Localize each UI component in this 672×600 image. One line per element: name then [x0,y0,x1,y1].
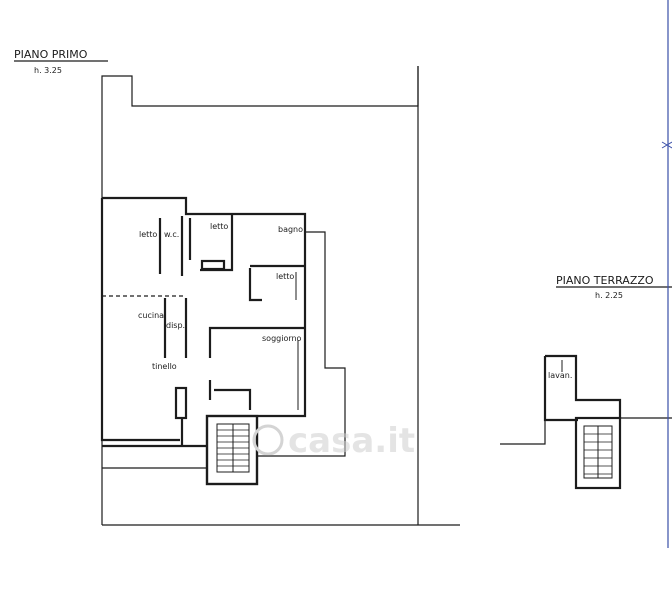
piano-terrazzo-height: h. 2.25 [595,291,623,300]
lot-boundary [101,66,460,526]
room-label-disp: disp. [166,321,185,330]
room-label-cucina: cucina [138,311,164,320]
terrazzo-walls [500,354,672,490]
staircase-terrazzo [583,425,613,479]
piano-terrazzo-title: PIANO TERRAZZO [556,274,654,287]
room-label-tinello: tinello [152,362,177,371]
property-line-blue [661,0,672,548]
piano-primo-title: PIANO PRIMO [14,48,88,61]
room-label-letto-3: letto [276,272,294,281]
apartment-walls [100,196,307,448]
piano-primo-height: h. 3.25 [34,66,62,75]
staircase-primo [205,414,259,486]
room-label-letto-1: letto [139,230,157,239]
room-label-soggiorno: soggiorno [262,334,302,343]
room-label-wc: w.c. [164,230,179,239]
room-label-lavan: lavan. [548,371,572,380]
watermark-logo: casa.it [252,421,415,461]
balcony-outline [102,231,346,469]
room-label-letto-2: letto [210,222,228,231]
room-label-bagno: bagno [278,225,303,234]
svg-text:casa.it: casa.it [288,421,415,461]
